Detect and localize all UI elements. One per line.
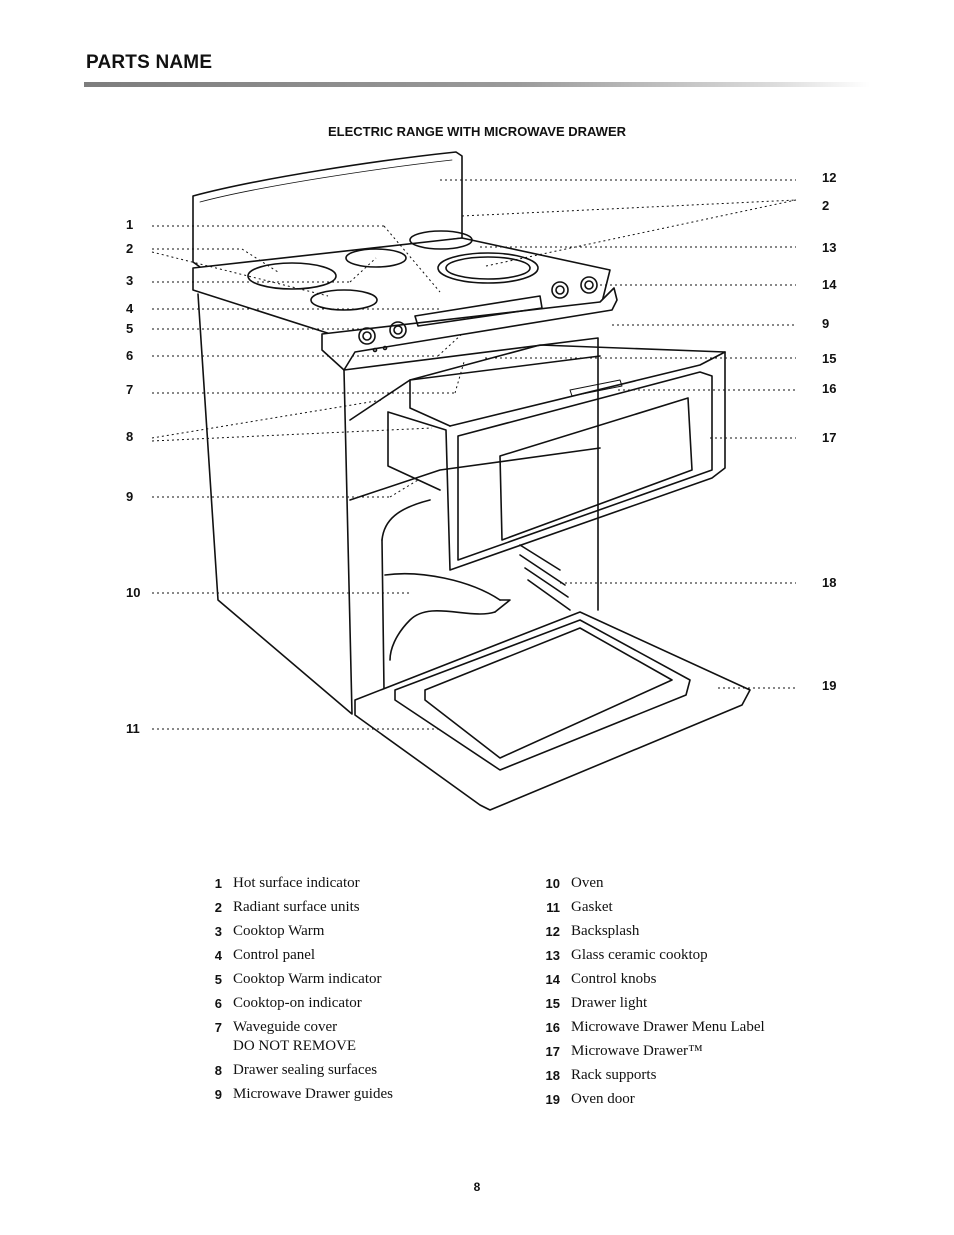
callout-label: 14 [822,277,837,292]
callout-label: 4 [126,301,134,316]
legend-item: 19 Oven door [540,1090,860,1109]
legend-item: 9 Microwave Drawer guides [202,1085,522,1104]
legend-item: 14 Control knobs [540,970,860,989]
legend-item: 4 Control panel [202,946,522,965]
title-rule [84,82,870,87]
legend-item: 2 Radiant surface units [202,898,522,917]
legend-item: 8 Drawer sealing surfaces [202,1061,522,1080]
legend-label-group: Waveguide cover DO NOT REMOVE [233,1018,356,1056]
legend-item: 5 Cooktop Warm indicator [202,970,522,989]
callout-label: 19 [822,678,836,693]
callout-label: 2 [822,198,829,213]
callout-label: 12 [822,170,836,185]
legend-label: Radiant surface units [233,899,360,915]
right-callout-labels: 12 2 13 14 9 15 16 17 18 19 [822,170,837,693]
legend-number: 8 [214,1063,222,1078]
legend-item: 3 Cooktop Warm [202,922,522,941]
legend-item: 13 Glass ceramic cooktop [540,946,860,965]
legend-number: 13 [545,948,560,963]
legend-item: 6 Cooktop-on indicator [202,994,522,1013]
diagram-title: ELECTRIC RANGE WITH MICROWAVE DRAWER [327,124,627,139]
legend-label: Oven [571,875,604,891]
legend-item: 10 Oven [540,874,860,893]
legend-item: 11 Gasket [540,898,860,917]
callout-label: 7 [126,382,133,397]
legend-number: 15 [545,996,560,1011]
callout-label: 16 [822,381,836,396]
callout-label: 15 [822,351,836,366]
legend-number: 10 [545,876,560,891]
callout-label: 6 [126,348,133,363]
control-panel-shape [321,287,618,371]
callout-label: 11 [126,721,140,736]
legend-item: 1 Hot surface indicator [202,874,522,893]
legend-item: 15 Drawer light [540,994,860,1013]
callout-label: 10 [126,585,140,600]
legend-label: Microwave Drawer Menu Label [571,1019,765,1035]
page-number: 8 [473,1180,481,1194]
legend-number: 11 [546,900,560,915]
oven-cavity-shape [381,499,431,541]
backsplash-shape [192,151,463,273]
legend-number: 1 [214,876,222,891]
legend-label: Oven door [571,1091,635,1107]
legend-number: 12 [545,924,560,939]
parts-legend-left: 1 Hot surface indicator 2 Radiant surfac… [202,874,522,1109]
callout-label: 17 [822,430,836,445]
legend-label: Cooktop Warm [233,923,325,939]
legend-number: 3 [214,924,222,939]
leader-lines [151,179,797,730]
legend-number: 9 [214,1087,222,1102]
legend-number: 2 [214,900,222,915]
legend-label: Glass ceramic cooktop [571,947,708,963]
callout-label: 9 [126,489,133,504]
callout-label: 18 [822,575,836,590]
legend-item: 18 Rack supports [540,1066,860,1085]
parts-legend-right: 10 Oven 11 Gasket 12 Backsplash 13 Glass… [540,874,860,1114]
legend-number: 4 [214,948,222,963]
oven-door-shape [354,611,751,811]
legend-item: 17 Microwave Drawer™ [540,1042,860,1061]
callout-label: 2 [126,241,133,256]
callout-label: 13 [822,240,836,255]
legend-number: 16 [545,1020,560,1035]
callout-label: 8 [126,429,133,444]
left-callout-labels: 1 2 3 4 5 6 7 8 9 10 11 [126,217,140,736]
range-body-shape [197,293,353,715]
legend-label: Cooktop Warm indicator [233,971,382,987]
legend-label: Drawer light [571,995,648,1011]
legend-number: 17 [545,1044,560,1059]
legend-number: 6 [214,996,222,1011]
callout-label: 5 [126,321,133,336]
legend-warning: DO NOT REMOVE [233,1038,357,1054]
callout-label: 9 [822,316,829,331]
legend-label: Rack supports [571,1067,657,1083]
callout-label: 3 [126,273,133,288]
range-diagram: 1 2 3 4 5 6 7 8 9 10 11 12 2 13 14 9 15 … [126,151,837,811]
legend-label: Backsplash [571,923,640,939]
legend-label: Cooktop-on indicator [233,995,362,1011]
legend-label: Control knobs [571,971,657,987]
legend-number: 18 [545,1068,560,1083]
legend-label: Microwave Drawer guides [233,1086,393,1102]
microwave-drawer-shape [387,344,726,571]
legend-number: 14 [545,972,560,987]
legend-label: Microwave Drawer™ [571,1043,703,1059]
legend-label: Hot surface indicator [233,875,360,891]
callout-label: 1 [126,217,133,232]
legend-label: Control panel [233,947,316,963]
legend-number: 7 [214,1020,222,1035]
legend-label: Drawer sealing surfaces [233,1062,378,1078]
legend-item: 7 Waveguide cover DO NOT REMOVE [202,1018,522,1056]
legend-label: Gasket [571,899,613,915]
legend-item: 16 Microwave Drawer Menu Label [540,1018,860,1037]
range-illustration [192,151,751,811]
legend-label: Waveguide cover [233,1019,338,1035]
legend-number: 5 [214,972,222,987]
legend-item: 12 Backsplash [540,922,860,941]
page-title: PARTS NAME [86,52,213,73]
legend-number: 19 [545,1092,560,1107]
